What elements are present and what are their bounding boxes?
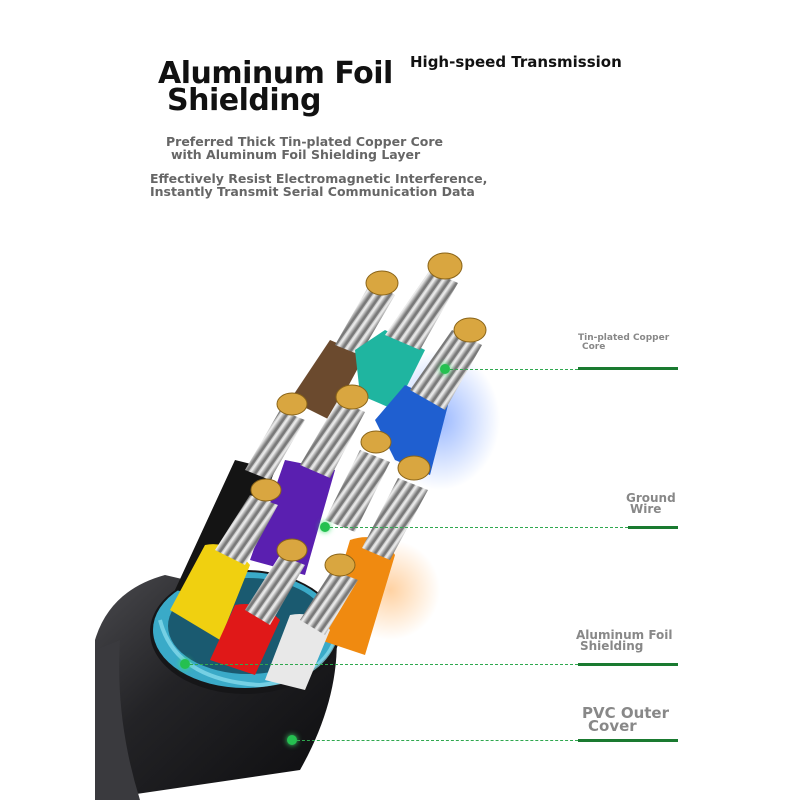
- callout-line: Tin-plated Copper: [578, 333, 670, 343]
- callout-bar-ground: [628, 526, 678, 529]
- callout-dot-foil: [180, 659, 190, 669]
- subtitle: High-speed Transmission: [410, 53, 622, 71]
- wire-center-strand: [325, 430, 392, 532]
- callout-line: Wire: [630, 502, 662, 516]
- wire-teal: [355, 252, 463, 410]
- callout-leader-core: [450, 369, 578, 370]
- wire-purple: [250, 384, 369, 575]
- callout-line: Cover: [588, 717, 637, 735]
- callout-label-pvc: PVC Outer Cover: [582, 704, 670, 735]
- callout-bar-core: [578, 367, 678, 370]
- callout-leader-ground: [330, 527, 628, 528]
- wire-red: [210, 538, 308, 675]
- description-copper-core: Preferred Thick Tin-plated Copper Core w…: [166, 135, 443, 161]
- callout-line: PVC Outer: [582, 704, 670, 722]
- wire-brown: [290, 270, 399, 420]
- callout-dot-core: [440, 364, 450, 374]
- callout-dot-ground: [320, 522, 330, 532]
- callout-label-foil: Aluminum Foil Shielding: [576, 628, 673, 653]
- jacket-highlight: [95, 640, 140, 800]
- wire-orange: [320, 455, 431, 655]
- callout-leader-foil: [190, 664, 578, 665]
- title-line: Aluminum Foil: [158, 56, 393, 91]
- description-interference: Effectively Resist Electromagnetic Inter…: [150, 172, 487, 198]
- page-title: Aluminum Foil Shielding: [158, 56, 393, 118]
- description-line: Preferred Thick Tin-plated Copper Core: [166, 134, 443, 149]
- callout-line: Shielding: [580, 639, 644, 653]
- callout-dot-pvc: [287, 735, 297, 745]
- callout-label-ground: Ground Wire: [626, 491, 676, 516]
- wire-yellow: [170, 478, 282, 640]
- callout-bar-foil: [578, 663, 678, 666]
- callout-label-core: Tin-plated Copper Core: [578, 334, 669, 352]
- wire-white: [265, 553, 358, 690]
- foil-highlight: [158, 619, 337, 688]
- callout-leader-pvc: [297, 740, 578, 741]
- description-line: with Aluminum Foil Shielding Layer: [171, 147, 421, 162]
- callout-line: Core: [582, 342, 606, 352]
- title-line: Shielding: [167, 83, 321, 118]
- description-line: Effectively Resist Electromagnetic Inter…: [150, 171, 488, 186]
- description-line: Instantly Transmit Serial Communication …: [150, 184, 475, 199]
- callout-bar-pvc: [578, 739, 678, 742]
- callout-line: Aluminum Foil: [576, 628, 673, 642]
- callout-line: Ground: [626, 491, 676, 505]
